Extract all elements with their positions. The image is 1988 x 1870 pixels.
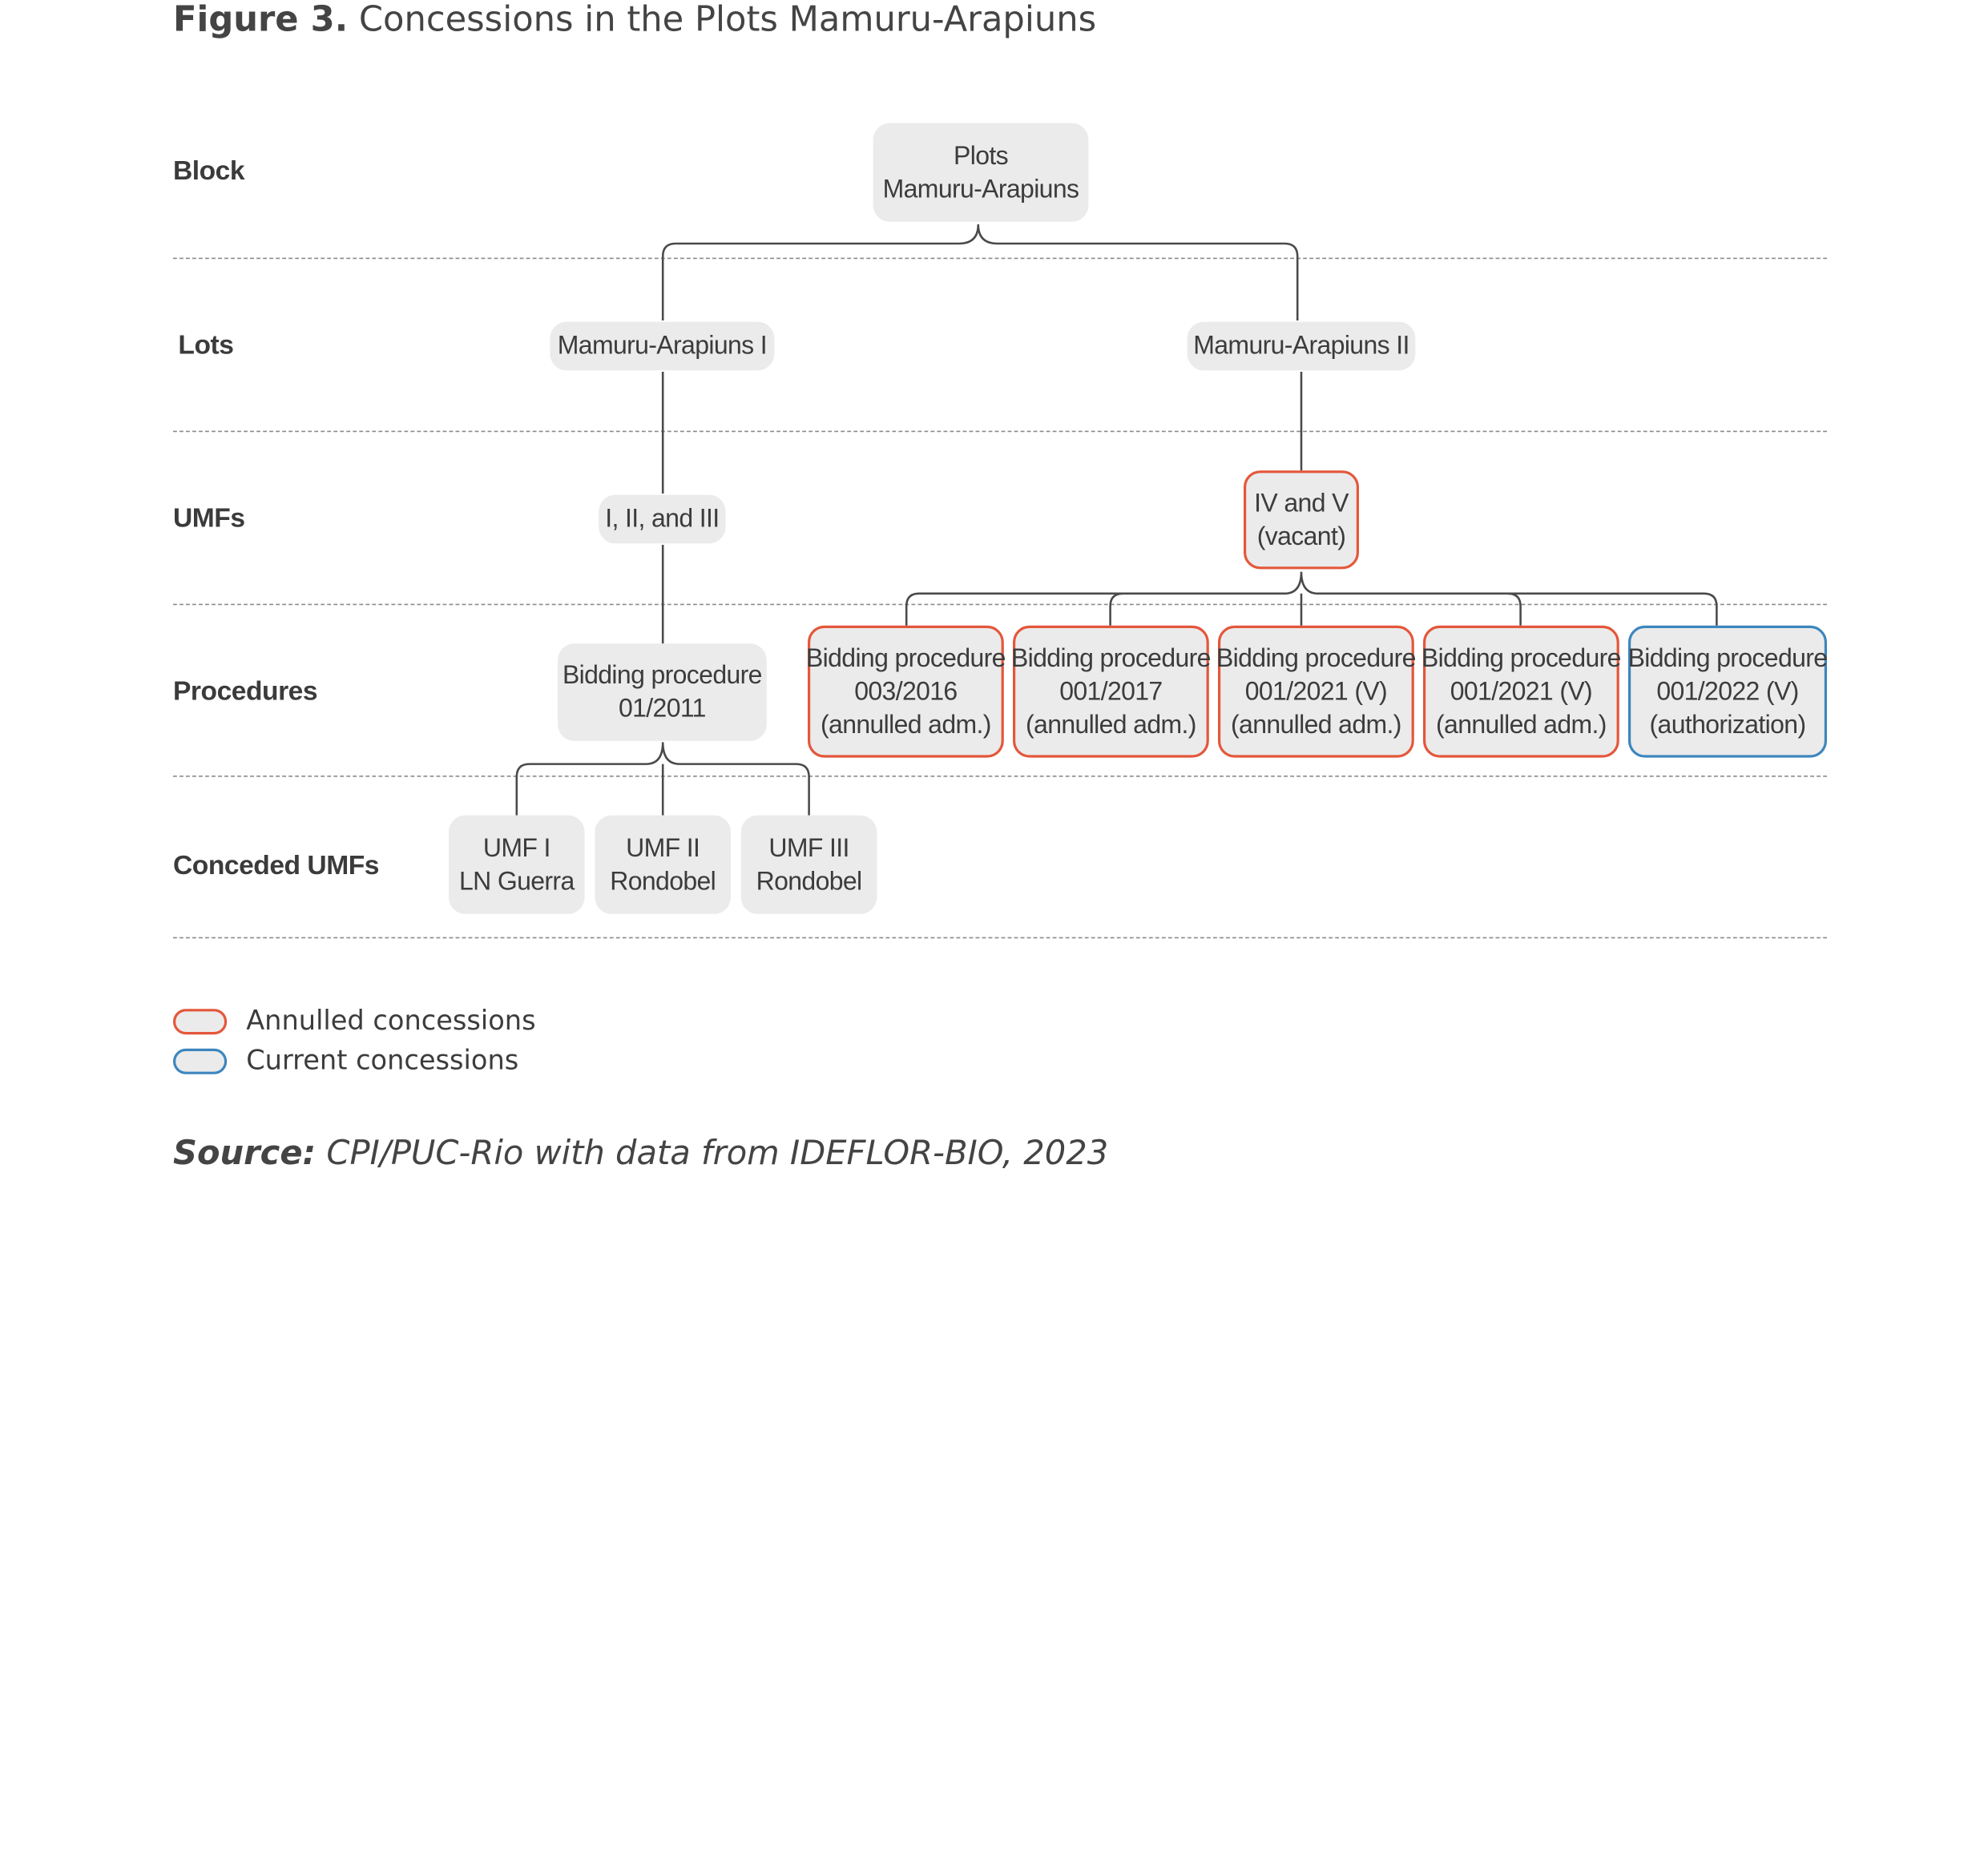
node-procedure-01-2011: Bidding procedure 01/2011 (558, 643, 767, 741)
node-line: Bidding procedure (1421, 644, 1622, 673)
node-line: UMF I (482, 833, 551, 862)
figure-title-text: Concessions in the Plots Mamuru-Arapiuns (358, 0, 1097, 40)
legend-swatch-annulled (173, 1009, 228, 1035)
node-line: Bidding procedure (1627, 644, 1829, 673)
node-line: 003/2016 (854, 677, 958, 706)
figure-title-prefix: Figure 3. (173, 0, 349, 40)
node-procedure-001-2017: Bidding procedure 001/2017 (annulled adm… (1010, 625, 1212, 758)
node-lot-1: Mamuru-Arapiuns I (550, 321, 775, 371)
row-divider (173, 937, 1827, 939)
node-procedure-001-2021-b: Bidding procedure 001/2021 (V) (annulled… (1421, 625, 1622, 758)
node-conceded-umf-3: UMF III Rondobel (740, 815, 877, 914)
node-line: I, II, and III (605, 505, 720, 534)
node-conceded-umf-1: UMF I LN Guerra (449, 815, 585, 914)
node-line: 001/2022 (V) (1656, 677, 1799, 706)
row-label-lots: Lots (178, 330, 234, 361)
node-umf-i-ii-iii: I, II, and III (599, 494, 726, 544)
connector-root-lots (661, 224, 1299, 321)
node-line: Bidding procedure (1010, 644, 1212, 673)
row-label-block: Block (173, 156, 245, 186)
node-umf-iv-v: IV and V (vacant) (1244, 470, 1359, 570)
node-line: UMF II (626, 833, 700, 862)
row-divider (173, 257, 1827, 260)
connector-umf45-procedures (905, 571, 1718, 626)
node-line: (annulled adm.) (1026, 711, 1196, 740)
row-label-conceded-umfs: Conceded UMFs (173, 851, 379, 881)
connector-umf45-procedure-2 (1109, 592, 1123, 626)
node-line: Bidding procedure (562, 661, 763, 690)
connector-procedure-conceded (515, 742, 810, 816)
node-procedure-003-2016: Bidding procedure 003/2016 (annulled adm… (805, 625, 1006, 758)
node-line: 001/2017 (1059, 677, 1163, 706)
node-line: 001/2021 (V) (1450, 677, 1593, 706)
source-text: CPI/PUC-Rio with data from IDEFLOR-BIO, … (316, 1134, 1109, 1173)
node-line: Bidding procedure (805, 644, 1006, 673)
node-line: Plots (954, 141, 1009, 170)
node-lot-2: Mamuru-Arapiuns II (1187, 321, 1416, 371)
node-line: (vacant) (1256, 522, 1346, 551)
node-line: (annulled adm.) (1436, 711, 1607, 740)
node-line: Rondobel (756, 867, 863, 896)
node-line: (annulled adm.) (1231, 711, 1401, 740)
figure-title: Figure 3. Concessions in the Plots Mamur… (173, 0, 1096, 41)
row-label-umfs: UMFs (173, 503, 245, 534)
source-prefix: Source: (173, 1134, 317, 1173)
row-label-procedures: Procedures (173, 676, 318, 707)
node-line: UMF III (768, 833, 849, 862)
node-line: IV and V (1254, 489, 1349, 518)
node-procedure-001-2021-a: Bidding procedure 001/2021 (V) (annulled… (1216, 625, 1417, 758)
node-line: (authorization) (1649, 711, 1807, 740)
legend-label-annulled: Annulled concessions (246, 1005, 536, 1036)
node-line: 01/2011 (618, 695, 706, 723)
node-line: Mamuru-Arapiuns (882, 175, 1079, 204)
node-block-root: Plots Mamuru-Arapiuns (873, 123, 1089, 222)
connector-umf45-procedure-4 (1507, 592, 1522, 626)
node-line: Bidding procedure (1216, 644, 1417, 673)
node-procedure-001-2022: Bidding procedure 001/2022 (V) (authoriz… (1627, 625, 1829, 758)
node-line: Rondobel (610, 867, 716, 896)
node-line: Mamuru-Arapiuns I (557, 332, 768, 361)
node-line: Mamuru-Arapiuns II (1193, 332, 1409, 361)
node-line: LN Guerra (458, 867, 575, 896)
source-note: Source: CPI/PUC-Rio with data from IDEFL… (173, 1134, 1108, 1173)
node-conceded-umf-2: UMF II Rondobel (595, 815, 731, 914)
legend-swatch-current (173, 1048, 228, 1074)
node-line: (annulled adm.) (821, 711, 991, 740)
row-divider (173, 430, 1827, 433)
legend-label-current: Current concessions (246, 1045, 519, 1076)
row-divider (173, 776, 1827, 777)
connector-lines (515, 224, 1718, 816)
node-line: 001/2021 (V) (1244, 677, 1388, 706)
row-divider (173, 603, 1827, 606)
